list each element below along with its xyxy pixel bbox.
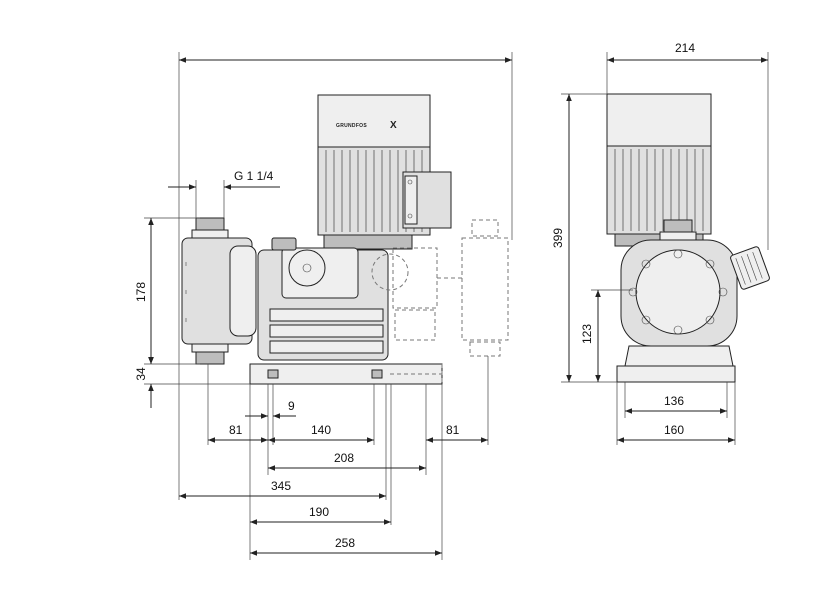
side-base [616,345,736,383]
bolt [718,287,728,297]
side-pump-head [620,219,770,365]
stroke-knob [288,249,326,287]
dim-214: 214 [606,41,769,250]
bolt [705,315,715,325]
dim-81-left-label: 81 [229,423,243,437]
dim-190: 190 [250,505,391,525]
base-plate [249,363,443,385]
dim-thread: G 1 1/4 [168,169,280,218]
pump-head [181,217,257,365]
dim-34-label: 34 [134,367,148,381]
brand-logo-text: GRUNDFOS [336,123,367,129]
dim-208: 208 [268,451,426,471]
front-view: GRUNDFOS X [134,52,513,560]
dim-208-label: 208 [334,451,354,465]
side-valve [730,246,770,290]
dim-9: 9 [245,399,296,419]
dim-9-label: 9 [288,399,295,413]
dim-178-label: 178 [134,282,148,302]
bolt [705,259,715,269]
dim-81-right-label: 81 [446,423,460,437]
side-view: 214 399 123 136 160 [551,41,770,445]
dim-123-label: 123 [580,324,594,344]
side-motor [606,93,712,247]
bolt [673,325,683,335]
dim-399-label: 399 [551,228,565,248]
optional-pump-head-hidden [390,219,509,384]
gear-housing [257,237,409,361]
brand-logo-mark: X [390,120,397,131]
dim-214-label: 214 [675,41,695,55]
motor: GRUNDFOS X [317,94,452,250]
bolt [673,249,683,259]
dim-160-label: 160 [664,423,684,437]
dim-136: 136 [624,382,728,418]
front-extension-lines [207,356,489,560]
dim-140-label: 140 [311,423,331,437]
dim-140: 140 [268,423,374,443]
dim-overall-top [178,52,513,500]
dim-399: 399 [551,93,617,383]
dim-123: 123 [580,289,633,382]
dim-190-label: 190 [309,505,329,519]
bolt [641,315,651,325]
dim-34: 34 [134,350,250,408]
dim-160: 160 [616,382,736,445]
motor-cooling-fins [325,150,423,232]
dim-178: 178 [134,217,200,365]
dim-81-left: 81 [208,423,268,443]
side-motor-fins [614,149,704,231]
bolt [628,287,638,297]
dim-81-right: 81 [426,423,488,443]
dim-258-label: 258 [335,536,355,550]
dim-136-label: 136 [664,394,684,408]
bolt [641,259,651,269]
dim-345-label: 345 [271,479,291,493]
thread-label: G 1 1/4 [234,169,274,183]
dim-258: 258 [250,536,442,556]
dim-345: 345 [179,479,386,499]
